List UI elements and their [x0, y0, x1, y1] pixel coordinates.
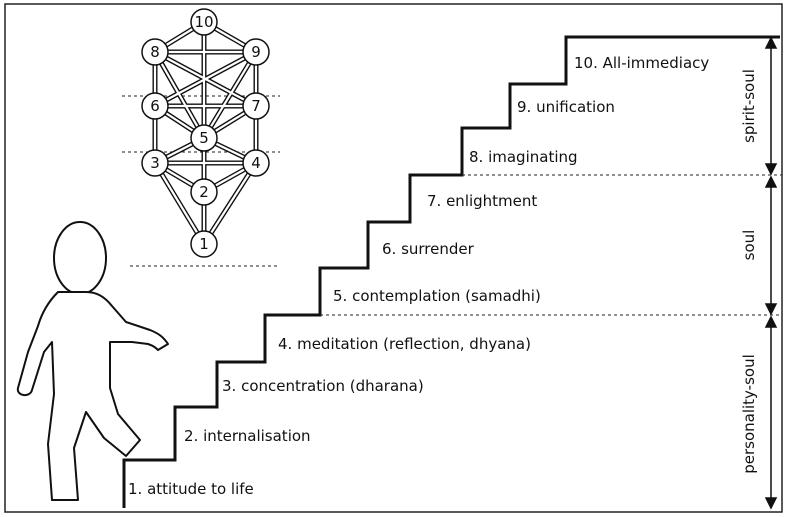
walking-figure-icon	[16, 221, 169, 501]
tree-node-4: 4	[242, 149, 270, 177]
step-label-9: 9. unification	[517, 98, 615, 116]
tree-node-8: 8	[141, 38, 169, 66]
tree-node-2: 2	[190, 178, 218, 206]
step-label-10: 10. All-immediacy	[574, 54, 709, 72]
tree-node-6: 6	[141, 92, 169, 120]
zone-arrow-soul	[764, 175, 778, 316]
tree-node-10-label: 10	[194, 13, 213, 31]
step-label-6: 6. surrender	[382, 240, 475, 258]
zone-label-personality-soul: personality-soul	[740, 354, 758, 474]
tree-node-9-label: 9	[251, 43, 261, 61]
step-label-5: 5. contemplation (samadhi)	[333, 287, 541, 305]
tree-node-5-label: 5	[199, 129, 209, 147]
diagram-frame	[4, 3, 783, 513]
tree-node-6-label: 6	[150, 97, 160, 115]
tree-node-8-label: 8	[150, 43, 160, 61]
tree-node-4-label: 4	[251, 154, 261, 172]
step-label-7: 7. enlightment	[427, 192, 537, 210]
tree-node-3: 3	[141, 149, 169, 177]
tree-node-10: 10	[190, 8, 218, 36]
step-label-3: 3. concentration (dharana)	[222, 377, 424, 395]
tree-node-1: 1	[190, 230, 218, 258]
tree-of-life: 10 8 9 6 7 5 3 4	[122, 8, 280, 267]
step-label-4: 4. meditation (reflection, dhyana)	[278, 335, 531, 353]
tree-node-7: 7	[242, 92, 270, 120]
zone-arrow-spirit-soul	[764, 36, 778, 176]
zone-label-soul: soul	[740, 230, 758, 261]
tree-node-7-label: 7	[251, 97, 261, 115]
staircase-outline	[122, 35, 780, 508]
tree-node-3-label: 3	[150, 154, 160, 172]
step-label-2: 2. internalisation	[184, 427, 311, 445]
step-label-1: 1. attitude to life	[128, 480, 254, 498]
tree-node-9: 9	[242, 38, 270, 66]
zone-label-spirit-soul: spirit-soul	[740, 69, 758, 143]
tree-node-1-label: 1	[199, 235, 209, 253]
step-label-8: 8. imaginating	[469, 148, 578, 166]
tree-node-5: 5	[190, 124, 218, 152]
zone-arrow-personality-soul	[764, 315, 778, 510]
tree-node-2-label: 2	[199, 183, 209, 201]
